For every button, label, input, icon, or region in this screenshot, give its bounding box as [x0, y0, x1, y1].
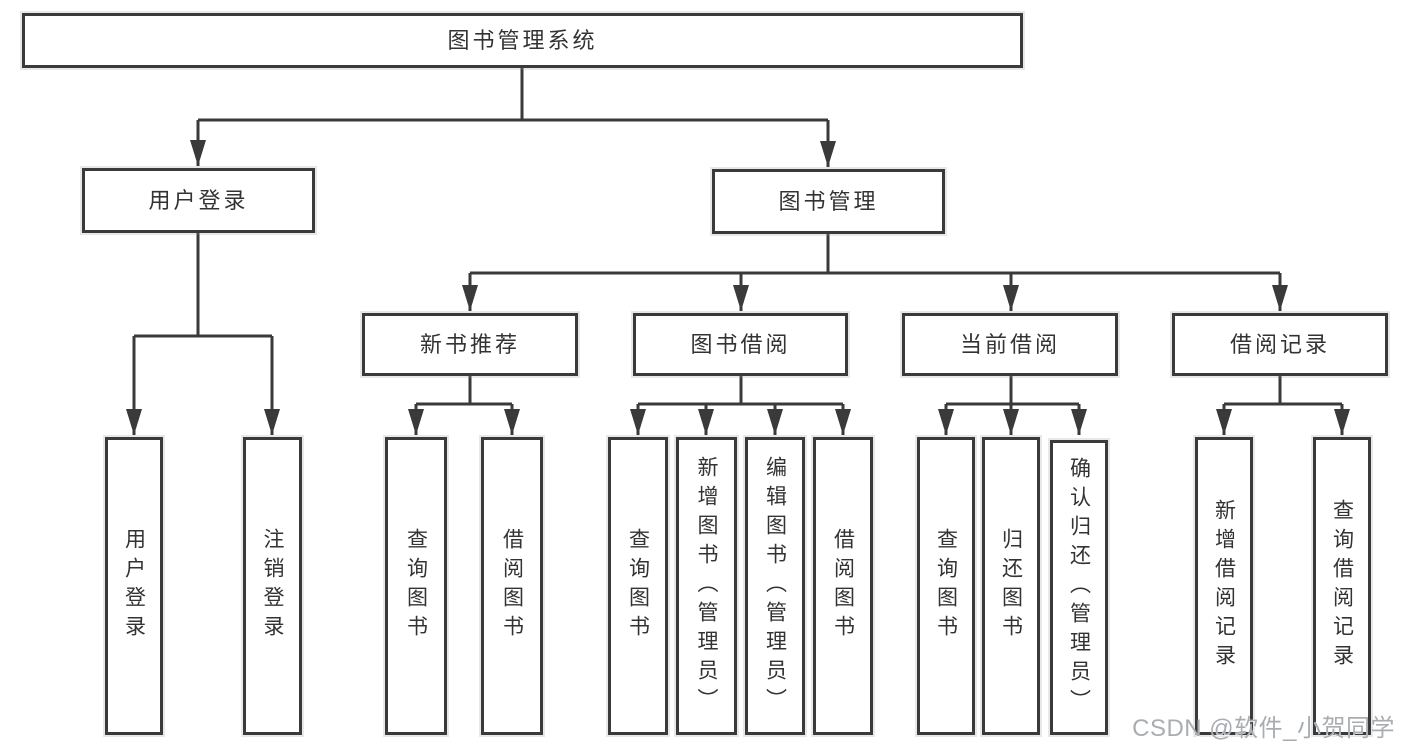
node-new-book-recommend: 新书推荐	[362, 313, 578, 376]
node-library-system: 图书管理系统	[22, 13, 1023, 68]
node-leaf-borrow-borrow-books: 借阅图书	[813, 437, 873, 735]
node-borrow-records: 借阅记录	[1172, 313, 1388, 376]
node-leaf-current-query-books: 查询图书	[917, 437, 975, 735]
node-current-borrowing: 当前借阅	[902, 313, 1118, 376]
node-leaf-confirm-return-admin: 确认归还（管理员）	[1050, 440, 1108, 735]
edge-book-borrow-spine	[638, 376, 843, 406]
node-leaf-add-borrow-record: 新增借阅记录	[1195, 437, 1253, 735]
edge-new-book-rec-spine	[416, 376, 512, 406]
node-book-management: 图书管理	[712, 169, 945, 234]
edge-borrow-records-spine	[1224, 376, 1342, 406]
node-leaf-return-books: 归还图书	[982, 437, 1040, 735]
node-leaf-borrow-query-books: 查询图书	[608, 437, 668, 735]
node-leaf-logout: 注销登录	[243, 437, 302, 735]
node-leaf-edit-books-admin: 编辑图书（管理员）	[745, 437, 805, 735]
node-leaf-rec-query-books: 查询图书	[385, 437, 447, 735]
edge-current-borrow-spine	[946, 376, 1079, 406]
node-book-borrowing: 图书借阅	[633, 313, 848, 376]
edge-user-login-spine	[134, 233, 272, 338]
node-leaf-rec-borrow-books: 借阅图书	[481, 437, 543, 735]
edge-book-mgmt-spine	[470, 234, 1280, 275]
node-leaf-add-books-admin: 新增图书（管理员）	[676, 437, 737, 735]
node-user-login: 用户登录	[82, 168, 315, 233]
watermark: CSDN @软件_小贺同学	[1132, 715, 1395, 742]
node-leaf-query-borrow-record: 查询借阅记录	[1313, 437, 1371, 735]
edge-root-spine	[198, 68, 828, 122]
node-leaf-user-login: 用户登录	[105, 437, 163, 735]
